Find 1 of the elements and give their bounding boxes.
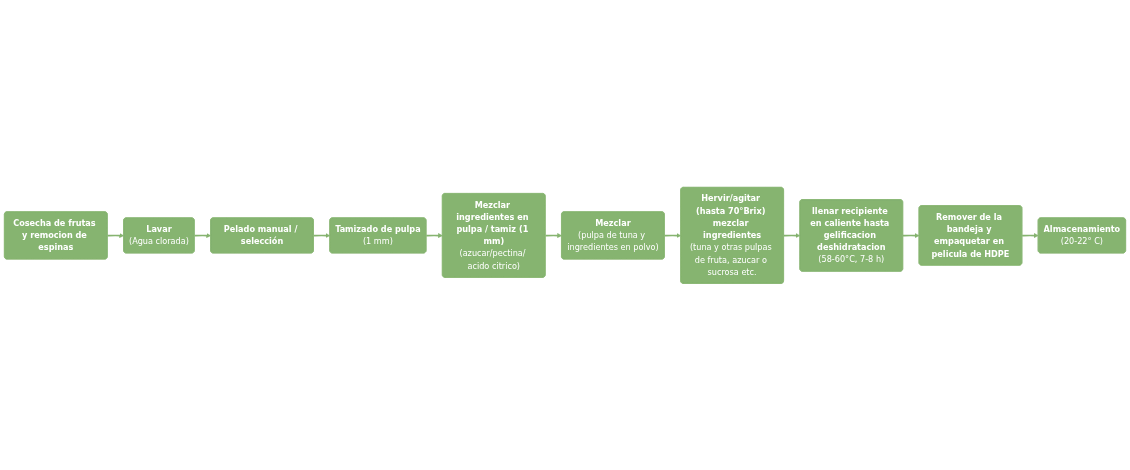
arrow: [106, 232, 125, 238]
